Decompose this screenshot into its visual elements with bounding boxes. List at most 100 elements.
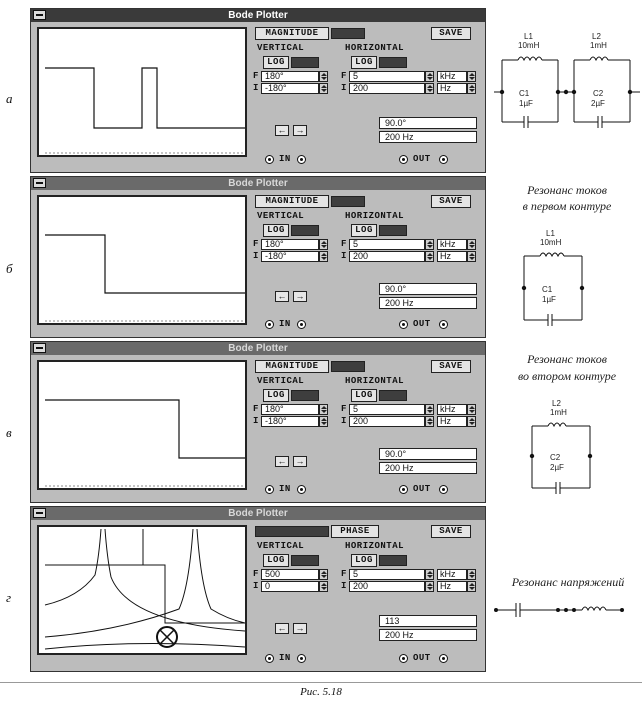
- horizontal-initial-spinner[interactable]: [425, 581, 434, 592]
- cursor-right-button[interactable]: →: [293, 623, 307, 634]
- phase-button[interactable]: [331, 196, 365, 207]
- vertical-log-button[interactable]: LOG: [263, 554, 289, 567]
- horizontal-lin-button[interactable]: [379, 57, 407, 68]
- in-terminal-minus[interactable]: [297, 485, 306, 494]
- horizontal-final-unit[interactable]: kHz: [437, 569, 467, 580]
- horizontal-final-field[interactable]: 5: [349, 404, 425, 415]
- horizontal-final-spinner[interactable]: [425, 404, 434, 415]
- vertical-final-field[interactable]: 500: [261, 569, 319, 580]
- cursor-right-button[interactable]: →: [293, 456, 307, 467]
- in-terminal-minus[interactable]: [297, 654, 306, 663]
- horizontal-initial-unit[interactable]: Hz: [437, 416, 467, 427]
- vertical-final-field[interactable]: 180°: [261, 71, 319, 82]
- save-button[interactable]: SAVE: [431, 525, 471, 538]
- horizontal-final-spinner[interactable]: [425, 239, 434, 250]
- horizontal-initial-spinner[interactable]: [425, 416, 434, 427]
- in-terminal-minus[interactable]: [297, 155, 306, 164]
- vertical-initial-spinner[interactable]: [319, 416, 328, 427]
- out-terminal-plus[interactable]: [399, 654, 408, 663]
- out-terminal-minus[interactable]: [439, 320, 448, 329]
- magnitude-button[interactable]: MAGNITUDE: [255, 195, 329, 208]
- horizontal-log-button[interactable]: LOG: [351, 389, 377, 402]
- horizontal-log-button[interactable]: LOG: [351, 224, 377, 237]
- cursor-right-button[interactable]: →: [293, 291, 307, 302]
- phase-button[interactable]: PHASE: [331, 525, 379, 538]
- vertical-log-button[interactable]: LOG: [263, 56, 289, 69]
- save-button[interactable]: SAVE: [431, 27, 471, 40]
- vertical-lin-button[interactable]: [291, 390, 319, 401]
- horizontal-final-unit[interactable]: kHz: [437, 404, 467, 415]
- horizontal-lin-button[interactable]: [379, 390, 407, 401]
- vertical-final-spinner[interactable]: [319, 569, 328, 580]
- horizontal-final-unit-spinner[interactable]: [467, 71, 476, 82]
- in-terminal-plus[interactable]: [265, 485, 274, 494]
- magnitude-button[interactable]: MAGNITUDE: [255, 360, 329, 373]
- vertical-lin-button[interactable]: [291, 225, 319, 236]
- horizontal-lin-button[interactable]: [379, 225, 407, 236]
- system-menu-icon[interactable]: [33, 343, 46, 353]
- horizontal-final-spinner[interactable]: [425, 71, 434, 82]
- in-terminal-plus[interactable]: [265, 654, 274, 663]
- vertical-final-spinner[interactable]: [319, 404, 328, 415]
- horizontal-log-button[interactable]: LOG: [351, 554, 377, 567]
- out-terminal-minus[interactable]: [439, 485, 448, 494]
- horizontal-initial-field[interactable]: 200: [349, 581, 425, 592]
- vertical-log-button[interactable]: LOG: [263, 224, 289, 237]
- vertical-final-spinner[interactable]: [319, 71, 328, 82]
- horizontal-final-spinner[interactable]: [425, 569, 434, 580]
- horizontal-final-field[interactable]: 5: [349, 71, 425, 82]
- horizontal-final-field[interactable]: 5: [349, 569, 425, 580]
- horizontal-initial-unit[interactable]: Hz: [437, 251, 467, 262]
- vertical-initial-field[interactable]: -180°: [261, 83, 319, 94]
- vertical-initial-field[interactable]: 0: [261, 581, 319, 592]
- window-titlebar[interactable]: Bode Plotter: [31, 507, 485, 520]
- cursor-left-button[interactable]: ←: [275, 456, 289, 467]
- out-terminal-minus[interactable]: [439, 654, 448, 663]
- horizontal-initial-unit[interactable]: Hz: [437, 83, 467, 94]
- phase-button[interactable]: [331, 28, 365, 39]
- save-button[interactable]: SAVE: [431, 360, 471, 373]
- save-button[interactable]: SAVE: [431, 195, 471, 208]
- horizontal-final-unit[interactable]: kHz: [437, 239, 467, 250]
- horizontal-initial-field[interactable]: 200: [349, 416, 425, 427]
- horizontal-initial-field[interactable]: 200: [349, 83, 425, 94]
- vertical-initial-field[interactable]: -180°: [261, 251, 319, 262]
- window-titlebar[interactable]: Bode Plotter: [31, 9, 485, 22]
- cursor-left-button[interactable]: ←: [275, 623, 289, 634]
- horizontal-final-field[interactable]: 5: [349, 239, 425, 250]
- horizontal-initial-field[interactable]: 200: [349, 251, 425, 262]
- vertical-initial-field[interactable]: -180°: [261, 416, 319, 427]
- magnitude-button[interactable]: MAGNITUDE: [255, 27, 329, 40]
- magnitude-button[interactable]: [255, 526, 329, 537]
- cursor-right-button[interactable]: →: [293, 125, 307, 136]
- horizontal-initial-spinner[interactable]: [425, 83, 434, 94]
- system-menu-icon[interactable]: [33, 10, 46, 20]
- vertical-final-spinner[interactable]: [319, 239, 328, 250]
- vertical-final-field[interactable]: 180°: [261, 239, 319, 250]
- cursor-left-button[interactable]: ←: [275, 291, 289, 302]
- horizontal-initial-unit[interactable]: Hz: [437, 581, 467, 592]
- horizontal-initial-unit-spinner[interactable]: [467, 83, 476, 94]
- out-terminal-minus[interactable]: [439, 155, 448, 164]
- vertical-initial-spinner[interactable]: [319, 83, 328, 94]
- vertical-initial-spinner[interactable]: [319, 581, 328, 592]
- horizontal-log-button[interactable]: LOG: [351, 56, 377, 69]
- vertical-final-field[interactable]: 180°: [261, 404, 319, 415]
- horizontal-final-unit-spinner[interactable]: [467, 569, 476, 580]
- horizontal-initial-unit-spinner[interactable]: [467, 581, 476, 592]
- out-terminal-plus[interactable]: [399, 155, 408, 164]
- horizontal-initial-unit-spinner[interactable]: [467, 416, 476, 427]
- horizontal-final-unit-spinner[interactable]: [467, 404, 476, 415]
- horizontal-initial-spinner[interactable]: [425, 251, 434, 262]
- vertical-log-button[interactable]: LOG: [263, 389, 289, 402]
- window-titlebar[interactable]: Bode Plotter: [31, 342, 485, 355]
- vertical-initial-spinner[interactable]: [319, 251, 328, 262]
- out-terminal-plus[interactable]: [399, 485, 408, 494]
- phase-button[interactable]: [331, 361, 365, 372]
- vertical-lin-button[interactable]: [291, 555, 319, 566]
- vertical-lin-button[interactable]: [291, 57, 319, 68]
- in-terminal-plus[interactable]: [265, 155, 274, 164]
- in-terminal-plus[interactable]: [265, 320, 274, 329]
- system-menu-icon[interactable]: [33, 508, 46, 518]
- system-menu-icon[interactable]: [33, 178, 46, 188]
